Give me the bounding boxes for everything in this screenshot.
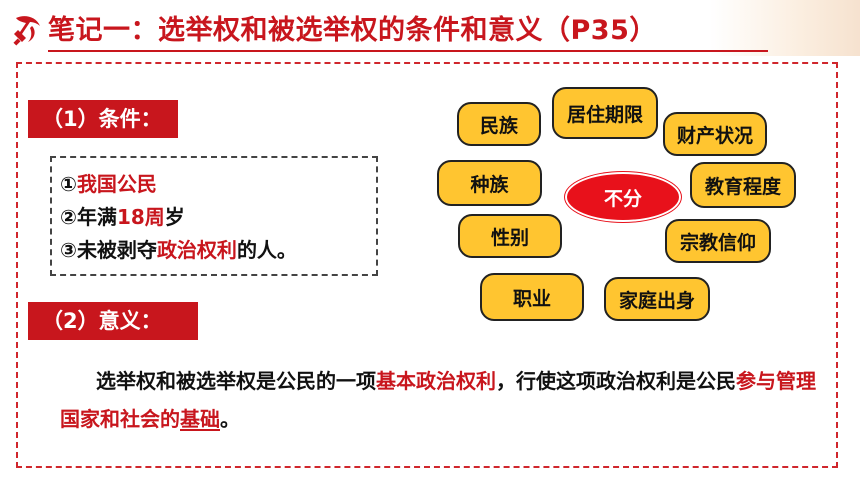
condition-text: 的人。 (236, 238, 297, 262)
condition-highlight: 我国公民 (76, 172, 157, 196)
conditions-box: ①我国公民 ②年满18周岁 ③未被剥夺政治权利的人。 (50, 156, 378, 276)
meaning-text: ，行使这项政治权利是公民 (496, 369, 736, 393)
tag-religion: 宗教信仰 (665, 219, 771, 263)
tag-gender: 性别 (458, 214, 562, 258)
title-underline (48, 50, 768, 52)
tag-occupation: 职业 (480, 273, 584, 321)
condition-item-1: ①我国公民 (60, 168, 376, 201)
page-title: 笔记一：选举权和被选举权的条件和意义（P35） (48, 8, 657, 47)
meaning-highlight: 基本政治权利 (376, 369, 496, 393)
condition-num: ③ (60, 238, 77, 262)
meaning-text: 。 (220, 407, 240, 431)
condition-num: ① (60, 172, 77, 196)
title-main: 选举权和被选举权的条件和意义（P35） (158, 15, 657, 46)
meaning-paragraph: 选举权和被选举权是公民的一项基本政治权利，行使这项政治权利是公民参与管理国家和社… (60, 362, 820, 438)
tag-residence-period: 居住期限 (552, 87, 658, 139)
center-not-distinguish: 不分 (565, 172, 681, 222)
meaning-text: 选举权和被选举权是公民的一项 (96, 369, 376, 393)
title-prefix: 笔记一： (48, 15, 158, 46)
meaning-highlight: 参与管理国家和社会的 (60, 369, 816, 431)
party-emblem-icon (13, 16, 40, 46)
condition-text: 未被剥夺 (76, 238, 157, 262)
condition-num: ② (60, 205, 77, 229)
condition-highlight: 18周 (116, 205, 165, 229)
tag-property-status: 财产状况 (663, 112, 767, 156)
condition-text: 岁 (164, 205, 185, 229)
header: 笔记一：选举权和被选举权的条件和意义（P35） (0, 0, 860, 56)
condition-item-3: ③未被剥夺政治权利的人。 (60, 234, 376, 267)
content-frame (16, 62, 838, 468)
tag-race: 种族 (437, 160, 542, 206)
header-decoration (710, 0, 860, 56)
condition-text: 年满 (76, 205, 117, 229)
meaning-highlight-underlined: 基础 (180, 407, 220, 431)
condition-item-2: ②年满18周岁 (60, 201, 376, 234)
condition-highlight: 政治权利 (156, 238, 237, 262)
tag-ethnicity: 民族 (457, 102, 541, 146)
tag-education-level: 教育程度 (690, 162, 796, 208)
section1-label: （1）条件： (28, 100, 178, 138)
tag-family-background: 家庭出身 (604, 277, 710, 321)
section2-label: （2）意义： (28, 302, 198, 340)
